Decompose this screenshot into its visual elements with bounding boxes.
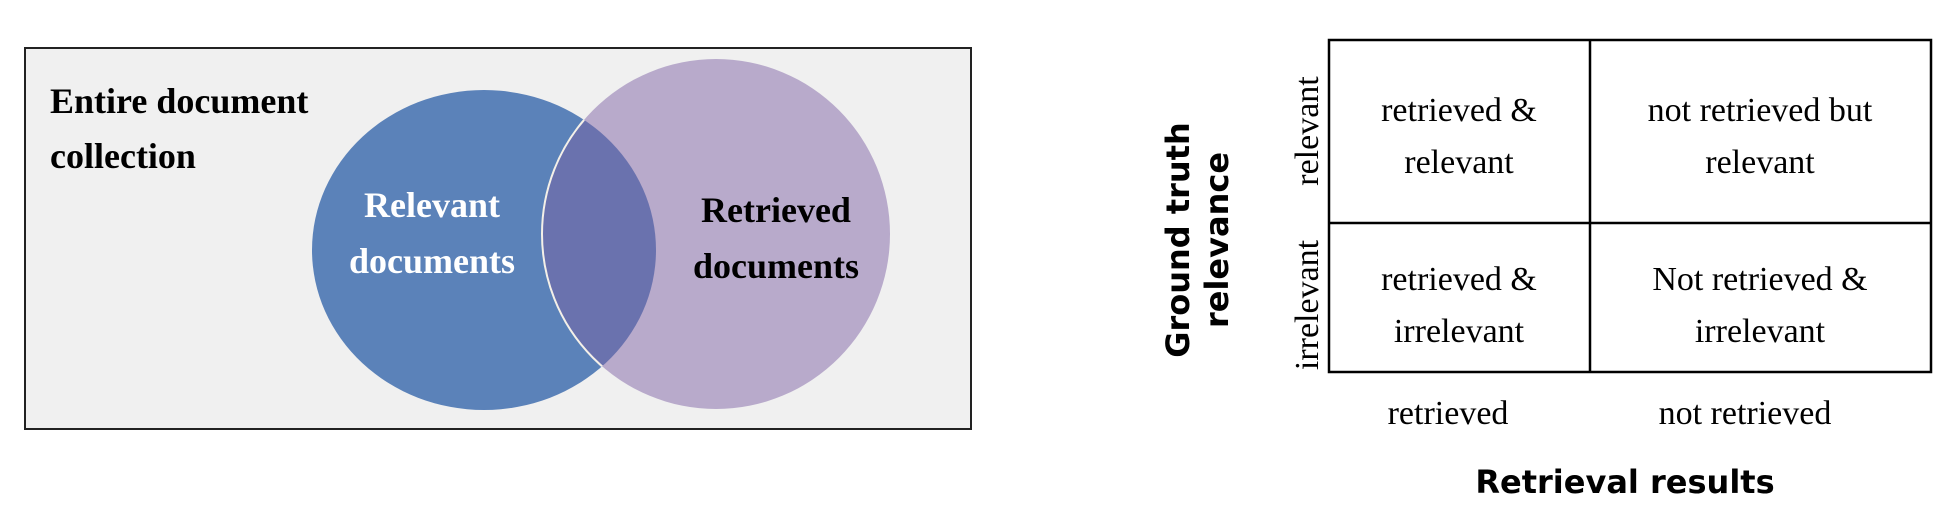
row-label-irrelevant: irrelevant	[1289, 239, 1326, 370]
row-label-relevant: relevant	[1289, 76, 1326, 186]
cell-retrieved-relevant-line2: relevant	[1404, 144, 1514, 181]
matrix-border	[1327, 38, 1933, 374]
relevant-label-line2: documents	[349, 241, 515, 281]
collection-label-line2: collection	[50, 136, 196, 176]
relevant-label-line1: Relevant	[364, 185, 500, 225]
col-label-retrieved: retrieved	[1388, 395, 1509, 432]
relevance-matrix: retrieved & relevant not retrieved but r…	[1159, 38, 1933, 501]
y-axis-title-line2: relevance	[1198, 152, 1236, 328]
cell-retrieved-relevant-line1: retrieved &	[1381, 92, 1537, 129]
col-label-not-retrieved: not retrieved	[1659, 395, 1832, 432]
cell-retrieved-irrelevant-line1: retrieved &	[1381, 261, 1537, 298]
cell-notretrieved-relevant-line2: relevant	[1705, 144, 1815, 181]
y-axis-title-line1: Ground truth	[1159, 122, 1197, 358]
cell-notretrieved-relevant-line1: not retrieved but	[1648, 92, 1873, 129]
cell-retrieved-irrelevant-line2: irrelevant	[1394, 313, 1525, 350]
cell-notretrieved-irrelevant-line1: Not retrieved &	[1652, 261, 1867, 298]
retrieved-label-line2: documents	[693, 246, 859, 286]
collection-label-line1: Entire document	[50, 81, 308, 121]
retrieved-label-line1: Retrieved	[701, 190, 851, 230]
cell-notretrieved-irrelevant-line2: irrelevant	[1695, 313, 1826, 350]
x-axis-title: Retrieval results	[1475, 463, 1774, 501]
venn-diagram: Entire document collection Relevant docu…	[24, 47, 972, 430]
